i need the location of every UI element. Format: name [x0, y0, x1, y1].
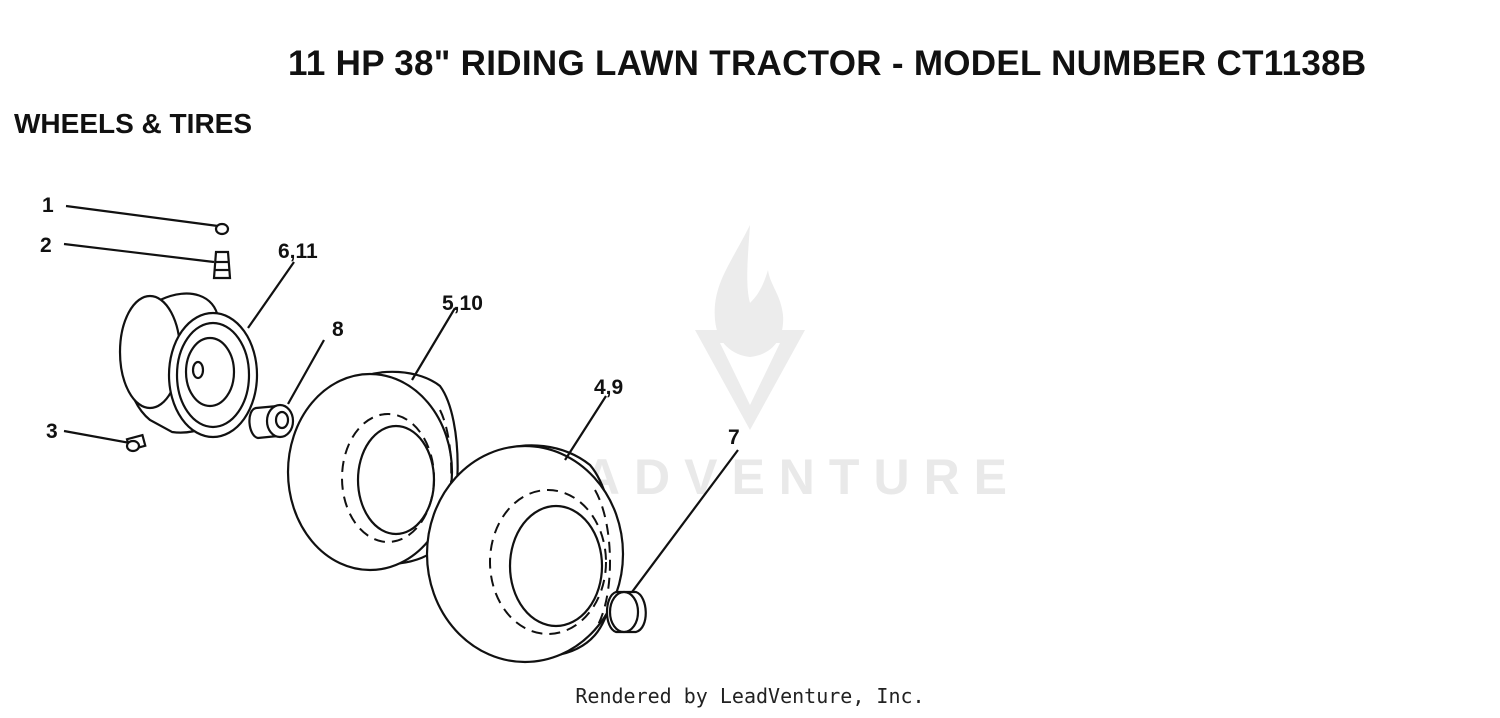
- callout-3: 3: [46, 420, 58, 443]
- callout-6-11: 6,11: [278, 240, 318, 263]
- callout-2: 2: [40, 234, 52, 257]
- part-2-valve-stem[interactable]: [63, 242, 232, 280]
- section-title: WHEELS & TIRES: [14, 108, 253, 139]
- part-3-bolt[interactable]: [63, 429, 147, 453]
- callout-5-10: 5,10: [442, 292, 483, 315]
- callout-7: 7: [728, 426, 740, 449]
- part-5-10-tire[interactable]: [286, 307, 459, 572]
- part-1-valve-cap[interactable]: [65, 204, 230, 236]
- part-8-bushing[interactable]: [248, 339, 325, 440]
- part-6-11-rim[interactable]: [118, 261, 295, 439]
- callout-4-9: 4,9: [594, 376, 623, 399]
- page-title: 11 HP 38" RIDING LAWN TRACTOR - MODEL NU…: [288, 44, 1367, 83]
- part-7-hub-cap[interactable]: [605, 449, 739, 634]
- callout-8: 8: [332, 318, 344, 341]
- callout-1: 1: [42, 194, 54, 217]
- rendered-by-footer: Rendered by LeadVenture, Inc.: [575, 684, 925, 708]
- part-4-9-tire[interactable]: [425, 395, 625, 664]
